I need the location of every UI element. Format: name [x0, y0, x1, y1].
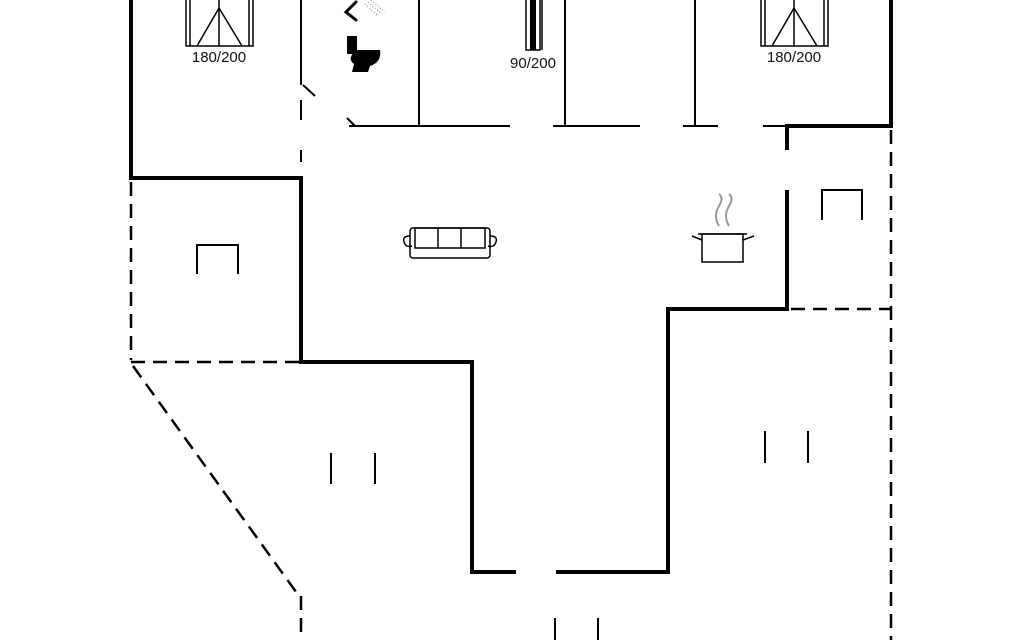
terrace-marker-icon	[330, 453, 376, 484]
terrace-marker-icon	[821, 189, 863, 220]
bed-size-label: 90/200	[510, 55, 556, 72]
bed-single: 90/200	[510, 0, 556, 72]
shower-icon	[343, 0, 386, 22]
terraces	[129, 130, 893, 640]
cooking-pot-icon	[691, 193, 755, 263]
bed-icon	[525, 0, 543, 51]
terrace-marker-icon	[764, 431, 809, 463]
bed-size-label: 180/200	[192, 49, 246, 66]
bed-icon	[760, 0, 829, 47]
toilet-icon	[347, 36, 381, 72]
walls	[129, 0, 893, 574]
terrace-marker-icon	[196, 244, 239, 274]
terrace-marker-icon	[554, 618, 599, 640]
bed-icon	[185, 0, 254, 47]
sofa-icon	[402, 227, 498, 259]
bed-right-double: 180/200	[760, 0, 829, 66]
bed-size-label: 180/200	[767, 49, 821, 66]
bed-left-double: 180/200	[185, 0, 254, 66]
